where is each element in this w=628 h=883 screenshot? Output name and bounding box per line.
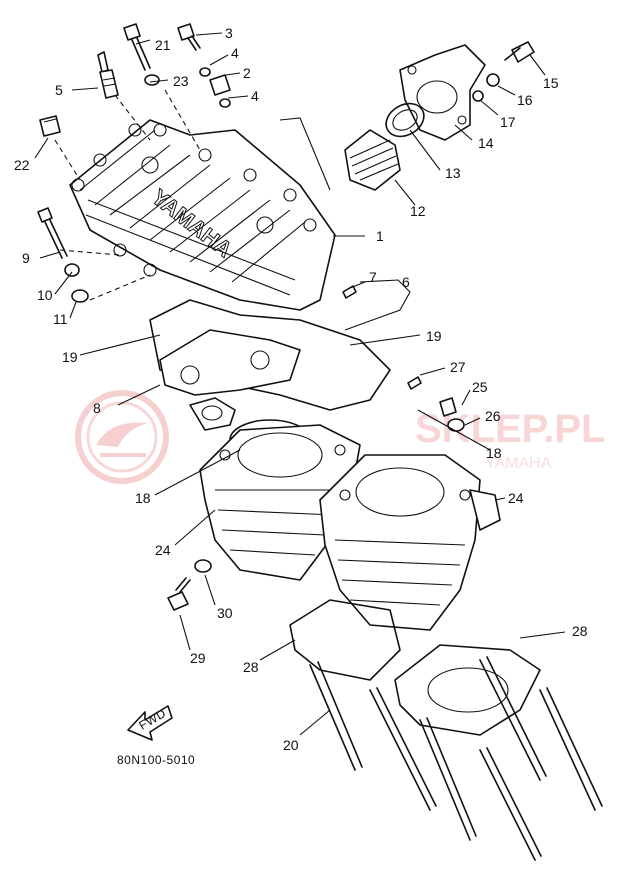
base-gasket-right <box>394 644 541 736</box>
callout-12: 12 <box>410 203 426 219</box>
callout-23: 23 <box>173 73 189 89</box>
cylinder-head-plate <box>159 329 301 396</box>
callout-28b: 28 <box>572 623 588 639</box>
callout-29: 29 <box>190 650 206 666</box>
fitting-2 <box>209 74 231 96</box>
callout-5: 5 <box>55 82 63 98</box>
callout-4b: 4 <box>251 88 259 104</box>
washer-4-lower <box>219 98 231 108</box>
pin-27 <box>407 376 422 390</box>
callout-19a: 19 <box>62 349 78 365</box>
dowel-25 <box>439 397 457 417</box>
nut-16 <box>486 73 500 87</box>
collar-26 <box>447 418 465 432</box>
washer-30 <box>194 559 212 573</box>
callout-30: 30 <box>217 605 233 621</box>
callout-18a: 18 <box>135 490 151 506</box>
watermark-subtitle: YAMAHA <box>485 455 552 472</box>
thermostat-cover <box>399 44 486 141</box>
callout-11: 11 <box>53 311 68 327</box>
callout-7: 7 <box>369 269 377 285</box>
fwd-arrow-icon: FWD <box>127 705 173 741</box>
callout-19b: 19 <box>426 328 442 344</box>
callout-8: 8 <box>93 400 101 416</box>
callout-6: 6 <box>402 274 410 290</box>
washer-11 <box>71 289 89 303</box>
callout-1: 1 <box>376 228 384 244</box>
callout-9: 9 <box>22 250 30 266</box>
callout-27: 27 <box>450 359 466 375</box>
callout-4a: 4 <box>231 45 239 61</box>
callout-20: 20 <box>283 737 299 753</box>
assembly-lines <box>54 89 331 301</box>
bolt-21 <box>123 23 151 71</box>
callout-16: 16 <box>517 92 533 108</box>
callout-22: 22 <box>14 157 30 173</box>
washer-23 <box>144 74 160 86</box>
callout-28a: 28 <box>243 659 259 675</box>
stud-bolts <box>309 656 603 861</box>
watermark-logo <box>75 390 169 484</box>
callout-2: 2 <box>243 65 251 81</box>
washer-17 <box>472 90 484 102</box>
callout-14: 14 <box>478 135 494 151</box>
cylinder-head-cover: YAMAHA <box>69 119 336 311</box>
callout-13: 13 <box>445 165 461 181</box>
base-gasket-left <box>289 599 401 681</box>
bolt-29 <box>167 577 191 611</box>
callout-25: 25 <box>472 379 488 395</box>
spark-plug <box>97 51 119 99</box>
callout-3: 3 <box>225 25 233 41</box>
part-code: 80N100-5010 <box>117 753 195 767</box>
callout-21: 21 <box>155 37 171 53</box>
callout-15: 15 <box>543 75 559 91</box>
callout-17: 17 <box>500 114 516 130</box>
washer-10 <box>64 263 80 277</box>
cover-bolt-holes <box>71 123 317 277</box>
callout-26: 26 <box>485 408 501 424</box>
callout-24b: 24 <box>508 490 524 506</box>
cap-nut-22 <box>39 115 61 137</box>
callout-leaders <box>34 32 566 736</box>
port-gasket <box>189 397 236 431</box>
callout-24a: 24 <box>155 542 171 558</box>
washer-4-upper <box>199 67 211 77</box>
cylinder-right <box>319 454 501 631</box>
callouts: 1 2 3 4 4 5 6 7 8 9 10 11 12 13 14 15 16… <box>14 25 588 753</box>
pin-7 <box>342 285 357 299</box>
callout-18b: 18 <box>486 445 502 461</box>
callout-10: 10 <box>37 287 53 303</box>
thermostat <box>344 129 401 191</box>
bolt-3 <box>177 23 201 51</box>
bolt-15 <box>504 41 535 63</box>
